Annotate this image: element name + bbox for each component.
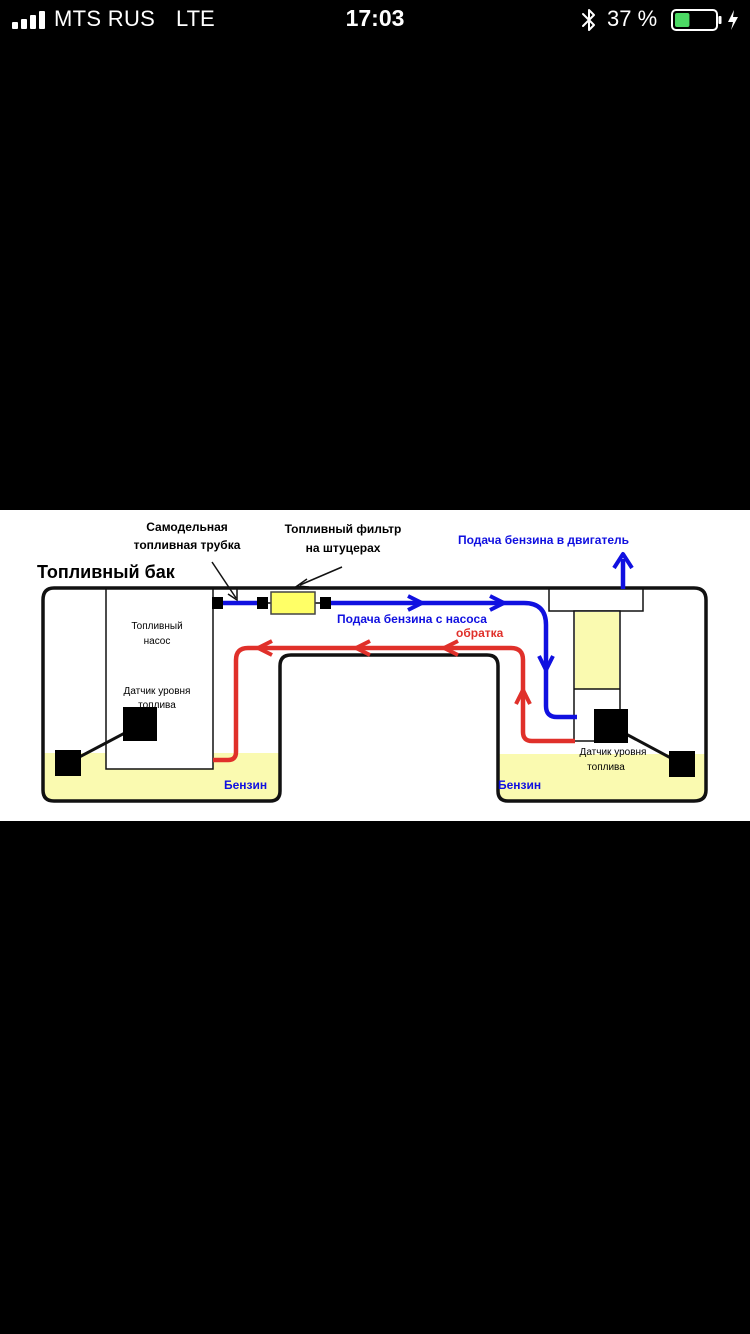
fuel-system-diagram: Топливный бак Самодельная топливная труб… xyxy=(37,520,708,803)
pump-label-2: насос xyxy=(144,636,171,647)
right-sensor xyxy=(594,709,628,743)
filter-label-2: на штуцерах xyxy=(306,541,381,555)
tank-title: Топливный бак xyxy=(37,562,176,582)
right-pickup-fill xyxy=(575,612,619,689)
fuel-filter xyxy=(270,591,316,615)
return-arrow-3 xyxy=(442,639,459,657)
return-arrow-2 xyxy=(354,639,371,657)
homemade-tube-label-2: топливная трубка xyxy=(134,538,241,552)
pump-label-1: Топливный xyxy=(131,621,182,632)
filter-fitting-left xyxy=(257,597,268,609)
pump-module xyxy=(105,588,214,770)
left-float xyxy=(55,750,81,776)
engine-outlet-flange xyxy=(548,588,644,612)
sensor-left-label-2: топлива xyxy=(138,700,176,711)
return-arrow-4 xyxy=(514,688,532,705)
pump-feed-label: Подача бензина с насоса xyxy=(337,612,487,626)
feed-arrow-2 xyxy=(489,594,506,612)
filter-fitting-right xyxy=(320,597,331,609)
filter-label-1: Топливный фильтр xyxy=(285,522,402,536)
carrier-name: MTS RUS xyxy=(54,6,156,31)
feed-arrow-3 xyxy=(537,655,555,672)
tank-outline xyxy=(41,586,708,803)
battery-icon xyxy=(671,9,722,31)
pump-outlet-fitting xyxy=(212,597,223,609)
feed-arrow-1 xyxy=(407,594,424,612)
signal-bars-icon xyxy=(12,11,45,29)
bluetooth-icon xyxy=(582,9,595,31)
status-bar: MTS RUS LTE 17:03 37 % xyxy=(0,0,750,40)
return-label: обратка xyxy=(456,626,504,640)
engine-feed-label: Подача бензина в двигатель xyxy=(458,533,629,547)
network-type: LTE xyxy=(176,6,215,31)
sensor-right-label-1: Датчик уровня xyxy=(580,747,647,758)
clock: 17:03 xyxy=(345,5,405,31)
sensor-right-label-2: топлива xyxy=(587,762,625,773)
fuel-left-label: Бензин xyxy=(224,778,267,792)
return-arrow-1 xyxy=(256,639,273,657)
right-float xyxy=(669,751,695,777)
left-sensor xyxy=(123,707,157,741)
diagram-image[interactable]: Топливный бак Самодельная топливная труб… xyxy=(0,510,750,821)
homemade-tube-label-1: Самодельная xyxy=(146,520,228,534)
fuel-right-label: Бензин xyxy=(498,778,541,792)
return-line xyxy=(213,645,575,763)
charging-bolt-icon xyxy=(728,10,738,30)
sensor-left-label-1: Датчик уровня xyxy=(124,686,191,697)
battery-percent: 37 % xyxy=(607,6,658,31)
battery-fill xyxy=(675,13,690,27)
feed-line xyxy=(221,600,577,720)
